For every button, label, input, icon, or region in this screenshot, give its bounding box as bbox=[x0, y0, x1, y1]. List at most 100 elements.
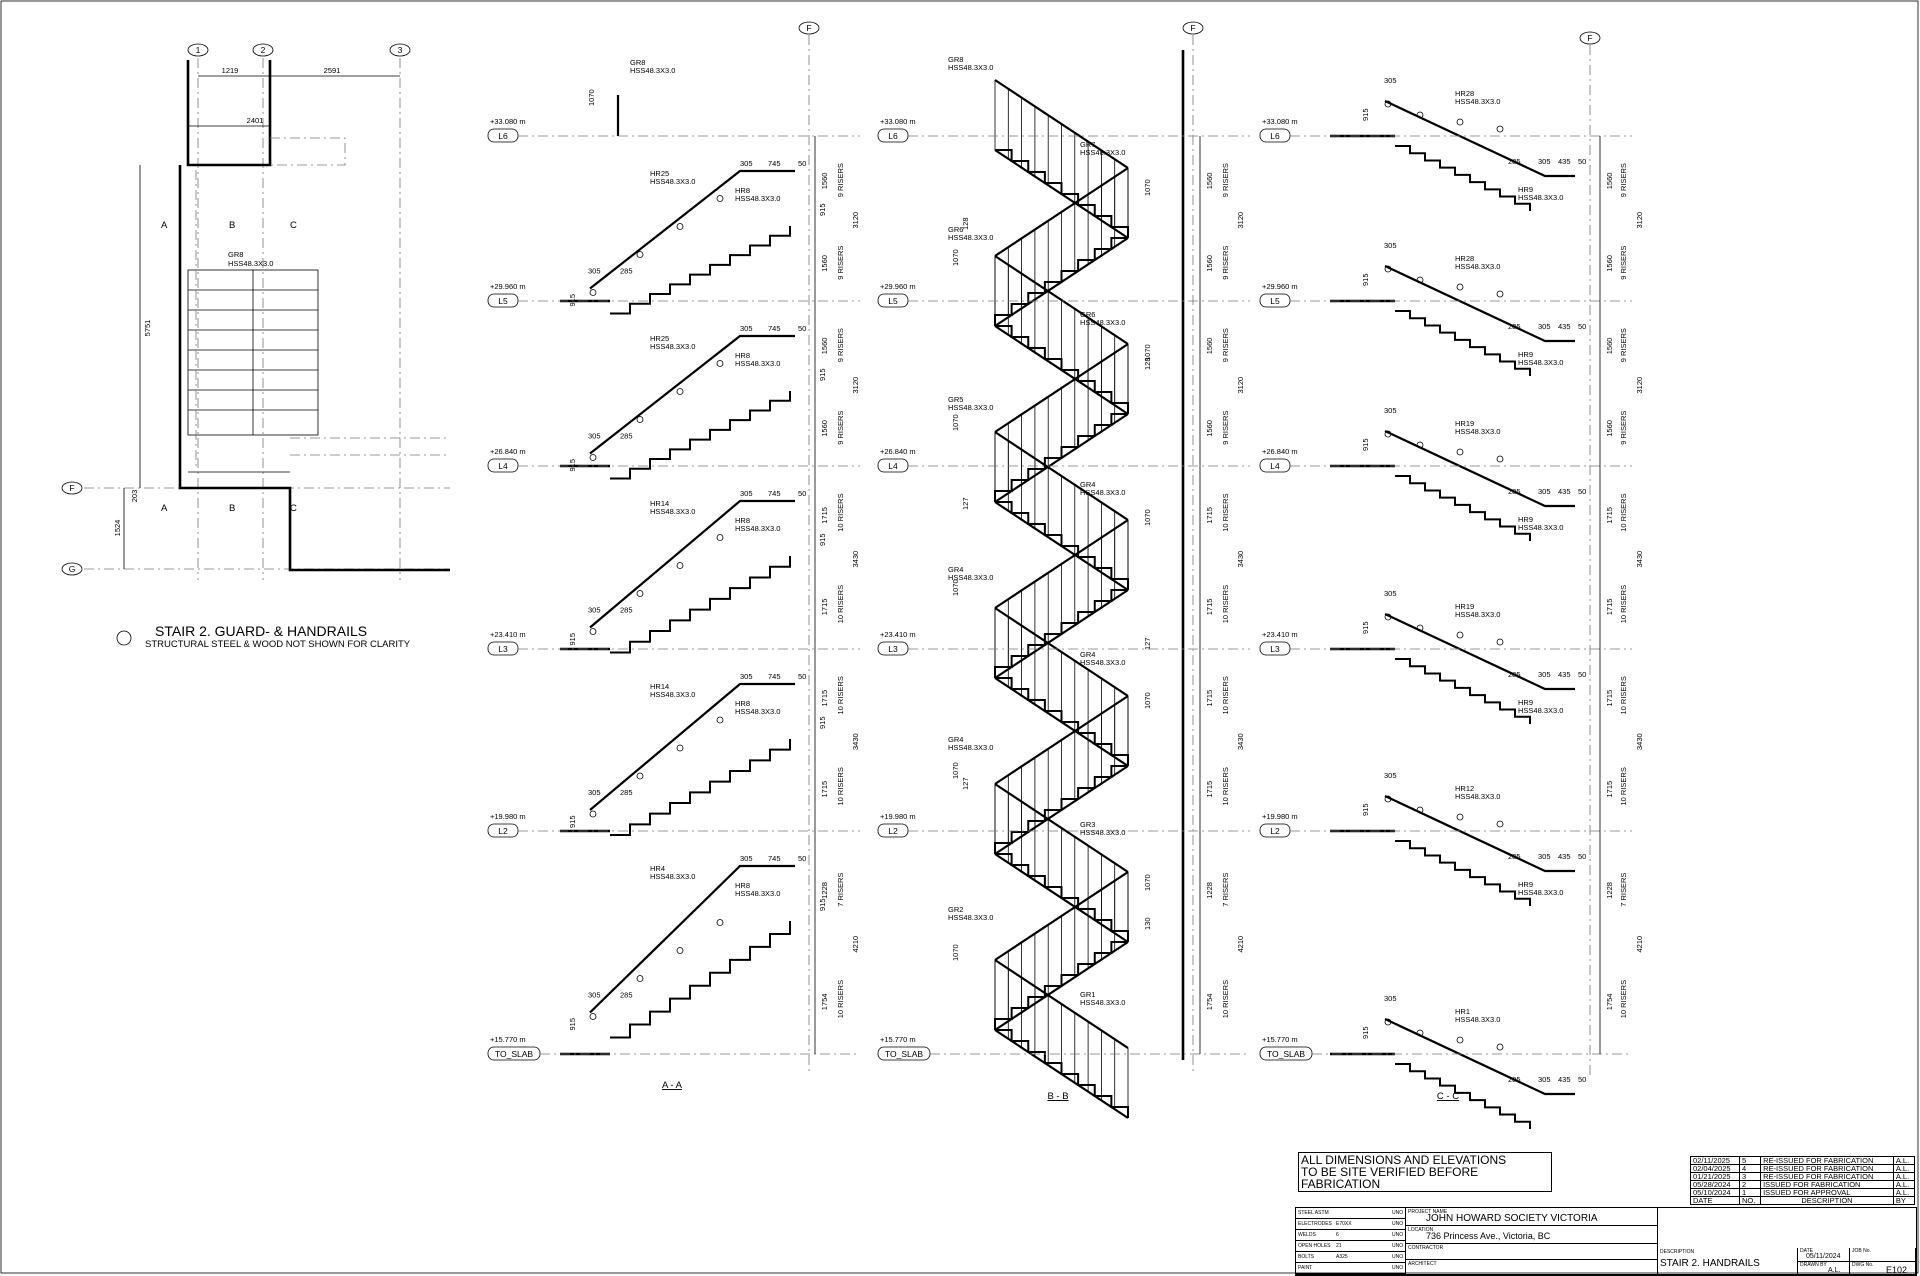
level-name: TO_SLAB bbox=[885, 1049, 923, 1059]
level-name: L2 bbox=[888, 826, 898, 836]
handrail-sub-size: HSS48.3X3.0 bbox=[735, 524, 780, 533]
dim-2401: 2401 bbox=[247, 116, 264, 125]
handrail bbox=[589, 864, 795, 1014]
flight-risers: 9 RISERS bbox=[1221, 163, 1230, 197]
stair-flight bbox=[1395, 310, 1531, 376]
flight-risers: 9 RISERS bbox=[1221, 246, 1230, 280]
dim-435: 435 bbox=[1558, 157, 1571, 166]
dim-50: 50 bbox=[1578, 157, 1586, 166]
dim-435: 435 bbox=[1558, 322, 1571, 331]
dim-435: 435 bbox=[1558, 670, 1571, 679]
dim-745: 745 bbox=[768, 854, 781, 863]
guard-height: 1070 bbox=[1143, 509, 1152, 526]
bracket-icon bbox=[1416, 276, 1424, 284]
dim-305: 305 bbox=[1384, 771, 1397, 780]
bracket-icon bbox=[676, 562, 684, 569]
handrail-size: HSS48.3X3.0 bbox=[1455, 427, 1500, 436]
dim-305: 305 bbox=[1538, 852, 1551, 861]
dim-50: 50 bbox=[1578, 670, 1586, 679]
guard-size: HSS48.3X3.0 bbox=[948, 63, 993, 72]
guard-dim: 128 bbox=[961, 217, 970, 230]
level-elev: +29.960 m bbox=[880, 282, 916, 291]
bracket-icon bbox=[1456, 283, 1464, 291]
level-name: L5 bbox=[498, 296, 508, 306]
section-title: C - C bbox=[1437, 1091, 1459, 1102]
dim-305: 305 bbox=[740, 489, 753, 498]
flight-total: 3120 bbox=[851, 377, 860, 394]
stair-flight bbox=[610, 226, 791, 315]
bracket-icon bbox=[676, 947, 684, 954]
level-tag bbox=[877, 641, 909, 656]
level-elev: +23.410 m bbox=[490, 630, 526, 639]
dim-203: 203 bbox=[130, 490, 139, 503]
description-label: DESCRIPTION bbox=[1660, 1249, 1695, 1255]
section-mark-a: A bbox=[161, 220, 168, 231]
handrail-sub-label: HR9 bbox=[1518, 515, 1533, 524]
guard-height: 1070 bbox=[951, 762, 960, 779]
guard-height: 1070 bbox=[1143, 179, 1152, 196]
handrail-sub-size: HSS48.3X3.0 bbox=[1518, 706, 1563, 715]
section-a-a: F GR8 HSS48.3X3.0 1070 HR25HSS48.3X3.0HR… bbox=[560, 21, 827, 1091]
spec-unit: UNO bbox=[1392, 1265, 1404, 1271]
dim-915: 915 bbox=[818, 533, 827, 546]
level-elev: +26.840 m bbox=[880, 447, 916, 456]
stair-flight bbox=[994, 941, 1128, 1030]
dim-50: 50 bbox=[798, 672, 806, 681]
grid-bubble-3: 3 bbox=[389, 43, 411, 57]
handrail-label: HR28 bbox=[1455, 89, 1474, 98]
handrail-size: HSS48.3X3.0 bbox=[650, 872, 695, 881]
dim-915: 915 bbox=[818, 716, 827, 729]
grid-bubble-f: F bbox=[61, 481, 83, 495]
level-name: TO_SLAB bbox=[495, 1049, 533, 1059]
rail-end bbox=[1384, 1018, 1392, 1026]
section-title: A - A bbox=[662, 1080, 683, 1091]
section-title: B - B bbox=[1047, 1091, 1068, 1102]
guard-label: GR6 bbox=[1080, 310, 1095, 319]
grid-label: F bbox=[1190, 23, 1195, 33]
guard-height: 1070 bbox=[951, 414, 960, 431]
bracket-icon bbox=[1456, 1036, 1464, 1044]
guard-height: 1070 bbox=[951, 944, 960, 961]
flight-dim: 1715 bbox=[1605, 507, 1614, 524]
flight-total: 3120 bbox=[1635, 212, 1644, 229]
flight-total: 3120 bbox=[1635, 377, 1644, 394]
dim-305: 305 bbox=[588, 991, 601, 1000]
guard-label: GR4 bbox=[948, 565, 963, 574]
dim-435: 435 bbox=[1558, 852, 1571, 861]
dim-305: 305 bbox=[1384, 994, 1397, 1003]
dim-305: 305 bbox=[1384, 406, 1397, 415]
dim-915: 915 bbox=[1361, 621, 1370, 634]
level-name: L5 bbox=[888, 296, 898, 306]
bracket-icon bbox=[1416, 806, 1424, 814]
bracket-icon bbox=[1496, 455, 1504, 463]
dim-305: 305 bbox=[1384, 589, 1397, 598]
bracket-icon bbox=[716, 716, 724, 724]
guard-size: HSS48.3X3.0 bbox=[1080, 828, 1125, 837]
description-value: STAIR 2. HANDRAILS bbox=[1660, 1258, 1760, 1269]
flight-dim: 1560 bbox=[820, 338, 829, 355]
flight-risers: 9 RISERS bbox=[1619, 163, 1628, 197]
flight-dim: 1560 bbox=[1205, 338, 1214, 355]
flight-dim: 1560 bbox=[1205, 255, 1214, 272]
stair-flight bbox=[995, 501, 1129, 590]
dim-745: 745 bbox=[768, 324, 781, 333]
flight-risers: 9 RISERS bbox=[836, 246, 845, 280]
project-label: PROJECT NAME bbox=[1408, 1209, 1448, 1215]
flight-risers: 9 RISERS bbox=[1619, 328, 1628, 362]
dim-305: 305 bbox=[740, 854, 753, 863]
handrail bbox=[1384, 1018, 1575, 1096]
top-guard-size: HSS48.3X3.0 bbox=[630, 66, 675, 75]
level-tag bbox=[877, 293, 909, 308]
bracket-icon bbox=[716, 195, 724, 202]
level-tag bbox=[1259, 128, 1291, 143]
level-name: L4 bbox=[498, 461, 508, 471]
contractor-cell: CONTRACTOR bbox=[1406, 1244, 1658, 1260]
handrail-sub-size: HSS48.3X3.0 bbox=[1518, 358, 1563, 367]
level-tag bbox=[1259, 641, 1291, 656]
dim-5751: 5751 bbox=[143, 320, 152, 337]
dim-915: 915 bbox=[1361, 803, 1370, 816]
dim-915: 915 bbox=[568, 459, 577, 472]
